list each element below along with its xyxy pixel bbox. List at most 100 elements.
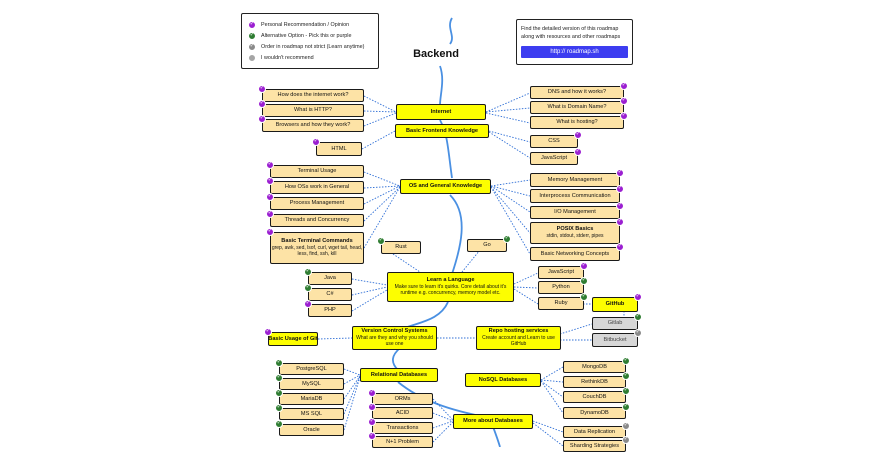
- check-icon: ✓: [248, 31, 256, 40]
- node-mongodb[interactable]: MongoDB: [563, 361, 626, 373]
- node-mssql[interactable]: MS SQL: [279, 408, 344, 420]
- node-browsers[interactable]: Browsers and how they work?: [262, 119, 364, 132]
- node-what-http[interactable]: What is HTTP?: [262, 104, 364, 117]
- check-icon: ✓: [634, 329, 642, 337]
- node-description: Create account and Learn to use GitHub: [482, 335, 555, 348]
- check-icon: ✓: [275, 374, 283, 382]
- node-threads[interactable]: Threads and Concurrency: [270, 214, 364, 227]
- node-nosql[interactable]: NoSQL Databases: [465, 373, 541, 387]
- node-os-general[interactable]: OS and General Knowledge: [400, 179, 491, 194]
- legend-item-order: ✓ Order in roadmap not strict (Learn anyt…: [248, 41, 372, 52]
- check-icon: ✓: [622, 422, 630, 430]
- node-networking[interactable]: Basic Networking Concepts: [530, 247, 620, 261]
- node-javascript-lang[interactable]: JavaScript: [538, 266, 584, 279]
- check-icon: ✓: [275, 404, 283, 412]
- roadmap-link[interactable]: http:// roadmap.sh: [521, 45, 628, 58]
- node-csharp[interactable]: C#: [308, 288, 352, 301]
- node-domain[interactable]: What is Domain Name?: [530, 101, 624, 114]
- node-n1[interactable]: N+1 Problem: [372, 436, 433, 448]
- check-icon: ✓: [377, 237, 385, 245]
- node-sharding[interactable]: Sharding Strategies: [563, 440, 626, 452]
- check-icon: ✓: [266, 193, 274, 201]
- node-mariadb[interactable]: MariaDB: [279, 393, 344, 405]
- check-icon: ✓: [248, 42, 256, 51]
- check-icon: ✓: [616, 202, 624, 210]
- legend-item-not-recommended: I wouldn't recommend: [248, 52, 372, 63]
- check-icon: ✓: [620, 112, 628, 120]
- check-icon: ✓: [620, 97, 628, 105]
- check-icon: ✓: [622, 357, 630, 365]
- check-icon: ✓: [275, 359, 283, 367]
- node-more-db[interactable]: More about Databases: [453, 414, 533, 429]
- node-how-os[interactable]: How OSs work in General: [270, 181, 364, 194]
- check-icon: ✓: [304, 284, 312, 292]
- node-data-replication[interactable]: Data Replication: [563, 426, 626, 438]
- node-process-mgmt[interactable]: Process Management: [270, 197, 364, 210]
- node-go[interactable]: Go: [467, 239, 507, 252]
- node-orms[interactable]: ORMs: [372, 393, 433, 405]
- node-javascript-fe[interactable]: JavaScript: [530, 152, 578, 165]
- check-icon: ✓: [580, 262, 588, 270]
- node-ipc[interactable]: Interprocess Communication: [530, 189, 620, 203]
- node-memory-mgmt[interactable]: Memory Management: [530, 173, 620, 187]
- node-mysql[interactable]: MySQL: [279, 378, 344, 390]
- node-css[interactable]: CSS: [530, 135, 578, 148]
- node-gitlab[interactable]: Gitlab: [592, 317, 638, 330]
- node-dns[interactable]: DNS and how it works?: [530, 86, 624, 99]
- node-title: Repo hosting services: [488, 328, 549, 335]
- legend-label: Order in roadmap not strict (Learn anyti…: [261, 43, 365, 50]
- check-icon: ✓: [264, 328, 272, 336]
- legend-label: Personal Recommendation / Opinion: [261, 21, 350, 28]
- node-terminal-usage[interactable]: Terminal Usage: [270, 165, 364, 178]
- check-icon: ✓: [266, 177, 274, 185]
- node-rust[interactable]: Rust: [381, 241, 421, 254]
- node-basic-frontend[interactable]: Basic Frontend Knowledge: [395, 124, 489, 138]
- check-icon: ✓: [620, 82, 628, 90]
- check-icon: ✓: [616, 185, 624, 193]
- node-couchdb[interactable]: CouchDB: [563, 391, 626, 403]
- check-icon: ✓: [580, 277, 588, 285]
- check-icon: ✓: [368, 418, 376, 426]
- node-transactions[interactable]: Transactions: [372, 422, 433, 434]
- check-icon: ✓: [616, 169, 624, 177]
- check-icon: ✓: [266, 161, 274, 169]
- legend-item-alternative: ✓Alternative Option - Pick this or purpl…: [248, 30, 372, 41]
- node-relational[interactable]: Relational Databases: [360, 368, 438, 382]
- node-postgresql[interactable]: PostgreSQL: [279, 363, 344, 375]
- check-icon: ✓: [503, 235, 511, 243]
- node-how-internet[interactable]: How does the internet work?: [262, 89, 364, 102]
- node-acid[interactable]: ACID: [372, 407, 433, 419]
- check-icon: ✓: [266, 228, 274, 236]
- node-dynamodb[interactable]: DynamoDB: [563, 407, 626, 419]
- node-basic-git[interactable]: Basic Usage of Git: [268, 332, 318, 346]
- node-description: grep, awk, sed, lsof, curl, wget tail, h…: [271, 245, 363, 258]
- check-icon: ✓: [622, 372, 630, 380]
- info-line: Find the detailed version of this roadma…: [521, 26, 619, 32]
- node-java[interactable]: Java: [308, 272, 352, 285]
- node-github[interactable]: GitHub: [592, 297, 638, 312]
- node-internet[interactable]: Internet: [396, 104, 486, 120]
- node-oracle[interactable]: Oracle: [279, 424, 344, 436]
- node-php[interactable]: PHP: [308, 304, 352, 317]
- check-icon: ✓: [258, 85, 266, 93]
- node-hosting[interactable]: What is hosting?: [530, 116, 624, 129]
- node-bitbucket[interactable]: Bitbucket: [592, 333, 638, 347]
- check-icon: ✓: [616, 218, 624, 226]
- check-icon: ✓: [304, 300, 312, 308]
- check-icon: ✓: [622, 436, 630, 444]
- check-icon: ✓: [368, 403, 376, 411]
- node-description: What are they and why you should use one: [356, 335, 433, 348]
- node-python[interactable]: Python: [538, 281, 584, 294]
- node-ruby[interactable]: Ruby: [538, 297, 584, 310]
- node-io-mgmt[interactable]: I/O Management: [530, 206, 620, 219]
- node-rethinkdb[interactable]: RethinkDB: [563, 376, 626, 388]
- legend: ✓ Personal Recommendation / Opinion ✓Alte…: [241, 13, 379, 69]
- info-box: Find the detailed version of this roadma…: [516, 19, 633, 65]
- node-html[interactable]: HTML: [316, 142, 362, 156]
